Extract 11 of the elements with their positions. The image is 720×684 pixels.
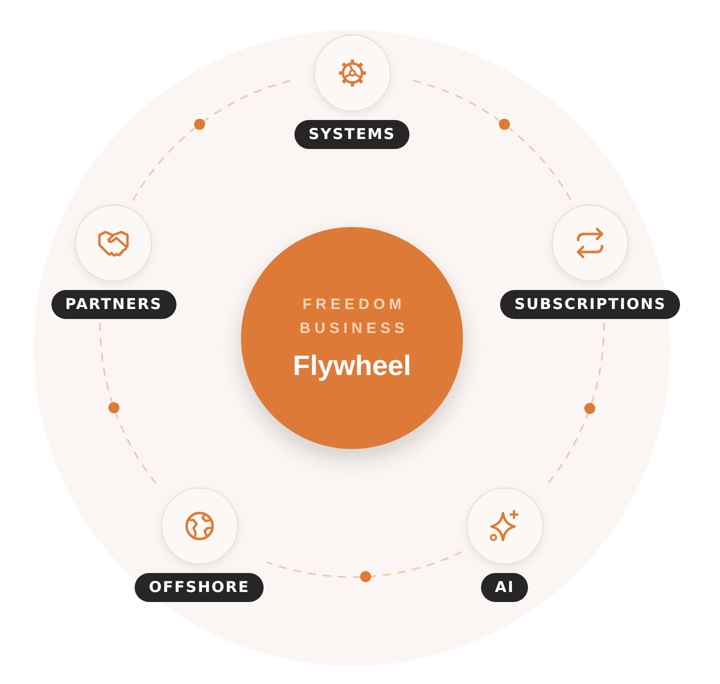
dashed-connector (412, 80, 572, 201)
dashed-connector (132, 80, 292, 201)
node-label: PARTNERS (51, 290, 176, 319)
node-label: OFFSHORE (134, 572, 264, 602)
hub-subtitle: FREEDOM BUSINESS (298, 295, 410, 339)
dashed-connector (266, 550, 462, 578)
node-label: SYSTEMS (294, 120, 410, 149)
hub-title: Flywheel (292, 349, 412, 383)
dashed-connector (99, 322, 157, 484)
dashed-connector (546, 322, 605, 486)
node-label: SUBSCRIPTIONS (500, 290, 680, 319)
